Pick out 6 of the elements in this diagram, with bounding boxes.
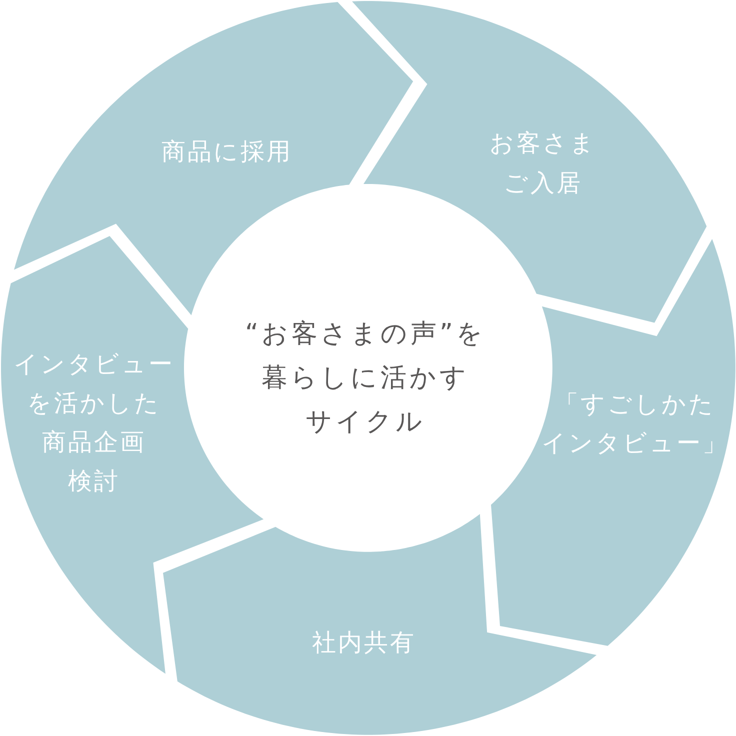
step-label: インタビューを活かした商品企画検討 bbox=[12, 348, 174, 497]
center-label: “お客さまの声”を暮らしに活かすサイクル bbox=[244, 318, 486, 439]
step-label: お客さまご入居 bbox=[488, 128, 596, 199]
step-label: 「すごしかたインタビュー」 bbox=[540, 388, 728, 459]
step-label: 商品に採用 bbox=[160, 136, 292, 168]
step-label: 社内共有 bbox=[310, 627, 416, 658]
